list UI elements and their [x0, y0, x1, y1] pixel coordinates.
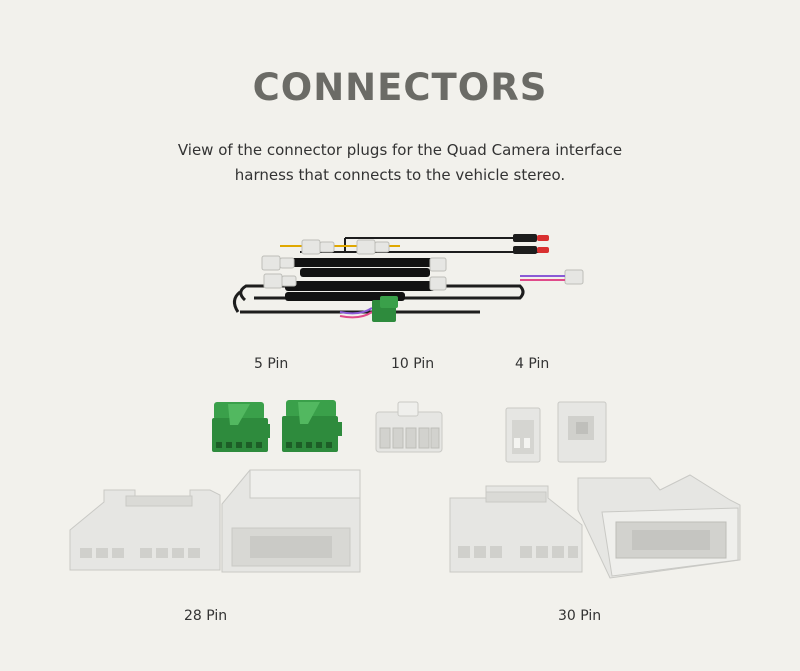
5-pin-label: 5 Pin: [254, 356, 289, 372]
4-pin-connector-image: [505, 401, 607, 463]
page-description: View of the connector plugs for the Quad…: [177, 141, 623, 184]
5-pin-connector-image: [212, 400, 342, 452]
10-pin-label: 10 Pin: [391, 356, 435, 372]
4-pin-label: 4 Pin: [515, 356, 550, 372]
page-title: CONNECTORS: [252, 66, 548, 109]
30-pin-label: 30 Pin: [558, 608, 602, 624]
30-pin-connector-image: [449, 474, 741, 579]
28-pin-connector-image: [69, 469, 361, 573]
28-pin-label: 28 Pin: [184, 608, 228, 624]
10-pin-connector-image: [375, 401, 443, 453]
wiring-harness-image: [233, 234, 584, 322]
